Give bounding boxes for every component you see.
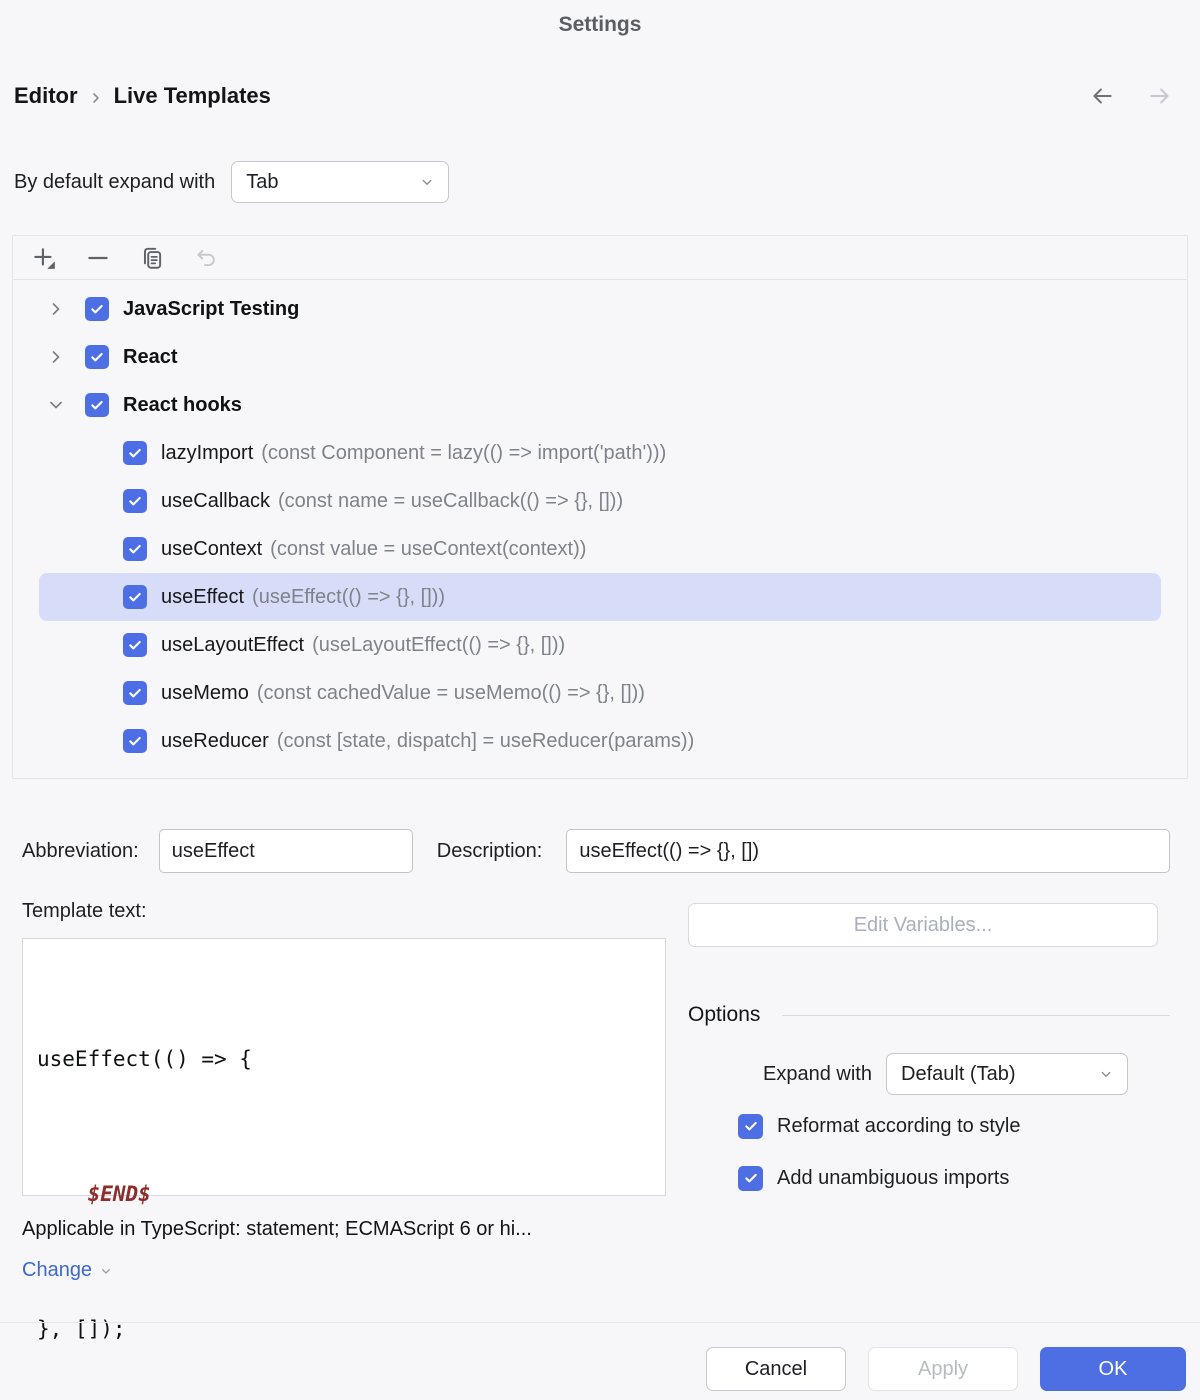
templates-tree: JavaScript Testing React React hooks — [13, 280, 1187, 765]
template-abbreviation: lazyImport — [161, 441, 254, 464]
checkbox-checked[interactable] — [123, 729, 147, 753]
chevron-down-icon — [422, 179, 432, 185]
template-description: (const [state, dispatch] = useReducer(pa… — [276, 729, 695, 752]
templates-panel: JavaScript Testing React React hooks — [12, 235, 1188, 779]
abbreviation-description-row: Abbreviation: Description: — [22, 828, 1170, 874]
checkbox-checked[interactable] — [123, 537, 147, 561]
template-description: (useEffect(() => {}, [])) — [252, 585, 446, 608]
chevron-right-icon[interactable] — [45, 346, 67, 368]
template-text-editor[interactable]: useEffect(() => { $END$ }, []); — [22, 938, 666, 1341]
template-row-useeffect-selected[interactable]: useEffect (useEffect(() => {}, [])) — [39, 573, 1161, 621]
default-expand-select[interactable]: Tab — [231, 161, 450, 203]
template-description: (const name = useCallback(() => {}, [])) — [277, 489, 624, 512]
tree-group-label: React hooks — [123, 393, 242, 416]
expand-with-label: Expand with — [763, 1062, 872, 1085]
chevron-down-icon — [1101, 1071, 1111, 1077]
options-title: Options — [688, 1003, 761, 1026]
template-code-line: useEffect(() => { — [37, 1047, 252, 1071]
dialog-titlebar: Settings — [0, 0, 1200, 50]
template-abbreviation: useCallback — [161, 489, 270, 512]
template-variable-end: $END$ — [37, 1182, 151, 1206]
expand-with-value: Default (Tab) — [901, 1062, 1016, 1085]
checkbox-checked[interactable] — [85, 297, 109, 321]
window-title: Settings — [558, 13, 642, 36]
breadcrumb: Editor Live Templates — [14, 78, 1176, 114]
checkbox-checked[interactable] — [123, 441, 147, 465]
history-nav — [1086, 80, 1176, 112]
abbreviation-input[interactable] — [158, 829, 413, 873]
description-input[interactable] — [566, 829, 1170, 873]
template-row-uselayouteffect[interactable]: useLayoutEffect (useLayoutEffect(() => {… — [39, 621, 1161, 669]
footer-buttons: Cancel Apply OK — [706, 1347, 1186, 1391]
template-abbreviation: useLayoutEffect — [161, 633, 305, 656]
template-description: (const value = useContext(context)) — [270, 537, 587, 560]
apply-button[interactable]: Apply — [868, 1347, 1018, 1391]
breadcrumb-item-editor[interactable]: Editor — [14, 83, 78, 108]
template-row-usecontext[interactable]: useContext (const value = useContext(con… — [39, 525, 1161, 573]
remove-template-icon[interactable] — [83, 243, 113, 273]
change-context-row: Change — [22, 1259, 114, 1282]
description-label: Description: — [436, 839, 543, 862]
default-expand-value: Tab — [246, 170, 279, 193]
duplicate-template-icon[interactable] — [137, 243, 167, 273]
checkbox-checked[interactable] — [85, 393, 109, 417]
template-abbreviation: useEffect — [161, 585, 245, 608]
template-row-usememo[interactable]: useMemo (const cachedValue = useMemo(() … — [39, 669, 1161, 717]
default-expand-label: By default expand with — [14, 170, 216, 193]
reformat-option-label: Reformat according to style — [777, 1114, 1021, 1137]
template-description: (const Component = lazy(() => import('pa… — [261, 441, 667, 464]
checkbox-checked[interactable] — [123, 681, 147, 705]
edit-variables-button[interactable]: Edit Variables... — [688, 903, 1158, 947]
checkbox-checked[interactable] — [85, 345, 109, 369]
chevron-down-icon — [102, 1268, 111, 1274]
applicable-context-text: Applicable in TypeScript: statement; ECM… — [22, 1218, 532, 1240]
add-template-icon[interactable] — [29, 243, 59, 273]
default-expand-row: By default expand with Tab — [14, 160, 450, 204]
expand-with-row: Expand with Default (Tab) — [688, 1053, 1170, 1095]
imports-option-row[interactable]: Add unambiguous imports — [688, 1157, 1170, 1199]
checkbox-checked[interactable] — [123, 489, 147, 513]
options-divider — [782, 1014, 1170, 1016]
checkbox-checked[interactable] — [738, 1113, 763, 1139]
cancel-button[interactable]: Cancel — [706, 1347, 846, 1391]
checkbox-checked[interactable] — [738, 1165, 763, 1191]
template-code-line: }, []); — [37, 1317, 126, 1341]
ok-button[interactable]: OK — [1040, 1347, 1186, 1391]
tree-group-label: React — [123, 345, 178, 368]
template-description: (useLayoutEffect(() => {}, [])) — [312, 633, 566, 656]
chevron-right-icon — [88, 90, 104, 106]
template-row-lazyimport[interactable]: lazyImport (const Component = lazy(() =>… — [39, 429, 1161, 477]
checkbox-checked[interactable] — [123, 633, 147, 657]
tree-group-javascript-testing[interactable]: JavaScript Testing — [39, 285, 1161, 333]
options-header: Options — [688, 1003, 1170, 1027]
forward-arrow-icon[interactable] — [1144, 80, 1176, 112]
tree-group-react-hooks[interactable]: React hooks — [39, 381, 1161, 429]
reformat-option-row[interactable]: Reformat according to style — [688, 1105, 1170, 1147]
chevron-right-icon[interactable] — [45, 298, 67, 320]
imports-option-label: Add unambiguous imports — [777, 1166, 1010, 1189]
tree-group-label: JavaScript Testing — [123, 297, 300, 320]
change-link[interactable]: Change — [22, 1259, 93, 1281]
footer-divider — [0, 1322, 1200, 1323]
chevron-down-icon[interactable] — [45, 394, 67, 416]
templates-toolbar — [13, 236, 1187, 280]
expand-with-select[interactable]: Default (Tab) — [886, 1053, 1128, 1095]
back-arrow-icon[interactable] — [1086, 80, 1118, 112]
template-abbreviation: useContext — [161, 537, 263, 560]
template-row-usereducer[interactable]: useReducer (const [state, dispatch] = us… — [39, 717, 1161, 765]
template-abbreviation: useReducer — [161, 729, 269, 752]
template-row-usecallback[interactable]: useCallback (const name = useCallback(()… — [39, 477, 1161, 525]
breadcrumb-item-live-templates[interactable]: Live Templates — [113, 83, 271, 108]
template-options-column: Edit Variables... Options Expand with De… — [688, 903, 1170, 1199]
template-abbreviation: useMemo — [161, 681, 249, 704]
revert-icon[interactable] — [191, 243, 221, 273]
tree-group-react[interactable]: React — [39, 333, 1161, 381]
template-text-label: Template text: — [22, 900, 147, 922]
template-description: (const cachedValue = useMemo(() => {}, [… — [256, 681, 645, 704]
checkbox-checked[interactable] — [123, 585, 147, 609]
abbreviation-label: Abbreviation: — [22, 839, 139, 862]
